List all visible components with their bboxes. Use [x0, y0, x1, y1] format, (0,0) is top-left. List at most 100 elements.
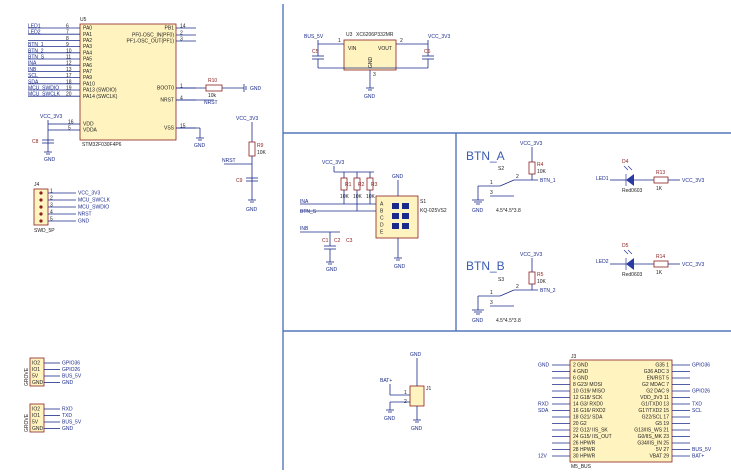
- gnd-icon: [472, 199, 484, 205]
- btn-a-block: BTN_A VCC_3V3 R4 10K BTN_1 S2 1 2 3 GND …: [466, 141, 556, 214]
- led2-resistor: [653, 260, 669, 268]
- swd-pin-num: 4: [50, 210, 53, 216]
- encoder-res-val: 10K: [353, 194, 363, 200]
- ldo-in-net: BUS_5V: [304, 34, 324, 40]
- grove-pin-name: GND: [32, 380, 44, 386]
- swd-net-label: GND: [78, 219, 90, 225]
- mcu-pin-name: PA13 (SWDIO): [83, 88, 117, 94]
- mcu-pin-num: 14: [180, 24, 186, 30]
- mcu-net-label: MCU_SWCLK: [28, 92, 61, 98]
- led1-net: LED1: [596, 176, 609, 182]
- mcu-pin-num: 16: [68, 120, 74, 126]
- gnd-icon: [44, 151, 52, 155]
- bus-net-right: SCL: [692, 408, 702, 414]
- mcu-pin-name: PA7: [83, 69, 92, 75]
- mcu-pin-num: 3: [180, 37, 183, 43]
- led2-vcc: VCC_3V3: [682, 262, 704, 268]
- bus-pin-right: G34/IIS_IN 25: [637, 441, 669, 447]
- grove-net-label: GND: [62, 426, 74, 432]
- mcu-pin-num: 5: [68, 126, 71, 132]
- mcu-pin-num: 13: [66, 67, 72, 73]
- gnd-icon: [394, 257, 402, 261]
- reset-cap: C9: [236, 178, 243, 184]
- led-icon: [626, 258, 634, 270]
- enc-gnd-2: GND: [394, 264, 406, 270]
- bus-pin-left: 24 G15/ IIS_OUT: [573, 434, 612, 440]
- enc-vcc: VCC_3V3: [322, 160, 344, 166]
- mcu-pin-num: 9: [66, 42, 69, 48]
- btn-b-pin1: 1: [490, 290, 493, 296]
- mcu-pin-name: PA4: [83, 50, 92, 56]
- encoder-pin: D: [380, 223, 384, 229]
- encoder-cap: C2: [334, 238, 341, 244]
- btn-b-pin3: 3: [490, 300, 493, 306]
- led2-ref: D5: [622, 243, 629, 249]
- grove-label: GROVE: [24, 413, 30, 432]
- mcu-pin-name: PA3: [83, 44, 92, 50]
- gnd-icon: [248, 199, 256, 203]
- bus-pin-right: G35 1: [655, 363, 669, 369]
- mcu-pin-num: 6: [66, 24, 69, 30]
- mcu-pin-num: 17: [66, 73, 72, 79]
- reset-res-ref: R9: [257, 143, 264, 149]
- mcu-pin-name: PA6: [83, 63, 92, 69]
- bus-pin-left: 10 G19/ MISO: [573, 389, 605, 395]
- bus-net-left: 12V: [538, 454, 548, 460]
- led1-block: LED1 D4 Red0603 R13 1K VCC_3V3: [596, 159, 704, 194]
- encoder-res-val: 10K: [340, 194, 350, 200]
- bus-pin-right: 5V 27: [656, 447, 669, 453]
- enc-gnd-1: GND: [326, 267, 338, 273]
- mcu-pin-num: 19: [66, 86, 72, 92]
- mcu-net-label: INB: [28, 67, 37, 73]
- swd-pin-num: 5: [50, 217, 53, 223]
- mcu-net-label: SDA: [28, 79, 39, 85]
- mcu-net-label: BTN_2: [28, 48, 44, 54]
- mcu-pin-num: 7: [66, 30, 69, 36]
- grove-net-label: BUS_5V: [62, 374, 82, 380]
- reset-resistor: [248, 141, 256, 157]
- swd-pin-dot: [39, 205, 43, 209]
- gnd-icon: [366, 87, 374, 91]
- mcu-pin-num: 15: [180, 124, 186, 130]
- mcu-pin-name: PF1-OSC_OUT(PF1): [126, 39, 174, 45]
- led2-res: R14: [656, 254, 665, 260]
- mcu-net-label: LED1: [28, 24, 41, 30]
- bus-net-right: GPIO26: [692, 389, 710, 395]
- grove-pin-name: GND: [32, 426, 44, 432]
- gnd-icon: [196, 137, 204, 141]
- grove-pin-name: IO1: [32, 367, 40, 373]
- bus-pin-left: 28 HPWR: [573, 447, 596, 453]
- reset-res-val: 10K: [257, 150, 267, 156]
- mcu-gnd: GND: [44, 157, 56, 163]
- swd-pin-dot: [39, 219, 43, 223]
- btn-b-resistor: [528, 271, 536, 285]
- mcu-pin-name: PA10: [83, 81, 95, 87]
- btn-a-net: BTN_1: [540, 178, 556, 184]
- swd-net-label: MCU_SWCLK: [78, 198, 111, 204]
- mcu-net-label: LED2: [28, 30, 41, 36]
- encoder-pad: [402, 223, 409, 229]
- encoder-res-val: 10K: [366, 194, 376, 200]
- mcu-cap: C8: [32, 139, 39, 145]
- btn-b-sw: S3: [498, 277, 504, 283]
- bus-pin-left: 2 GND: [573, 363, 589, 369]
- encoder-cap: C3: [346, 238, 353, 244]
- ldo-pin-out: 2: [400, 38, 403, 44]
- mcu-net-label: INA: [28, 61, 37, 67]
- nrst-net: NRST: [204, 100, 218, 106]
- bus-pin-left: 26 HPWR: [573, 441, 596, 447]
- bus-pin-right: VDD_3V3 11: [640, 395, 669, 401]
- battery-net: BAT+: [380, 378, 392, 384]
- btn-b-block: BTN_B VCC_3V3 R5 10K BTN_2 S3 1 2 3 GND …: [466, 252, 556, 324]
- encoder-res-ref: R3: [371, 182, 378, 188]
- gnd-icon: [326, 261, 334, 265]
- gnd-icon: [386, 409, 394, 413]
